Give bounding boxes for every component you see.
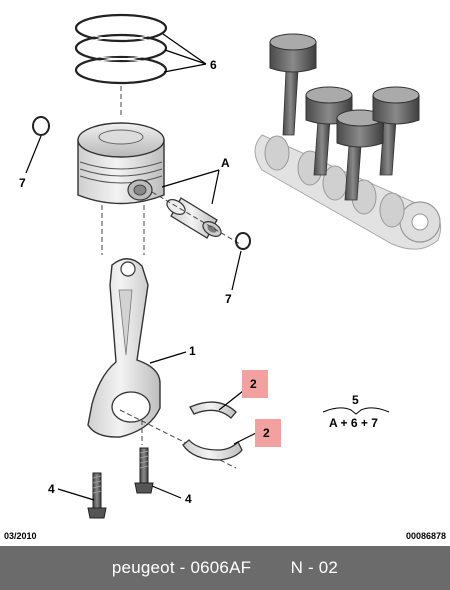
kit-number: 5 [352,393,359,407]
bolt-icon [57,447,182,519]
connecting-rod-icon [87,258,187,438]
footer-spacer [251,558,290,578]
callout-bearing-lower: 2 [263,426,270,440]
exploded-parts-diagram: 6 7 A 7 1 2 2 4 4 5 A + 6 + 7 [19,13,442,519]
callout-piston-rings: 6 [210,58,217,72]
diagram-code: 00086878 [405,531,446,541]
kit-formula: A + 6 + 7 [329,416,378,430]
piston-rings-icon [74,13,168,85]
engine-assembly-icon [254,33,442,250]
highlight-box-bearing-lower [255,419,281,447]
callout-circlip-right: 7 [225,292,232,306]
bearing-shell-icon [182,386,259,461]
callout-bearing-upper: 2 [250,377,257,391]
page-number: N - 02 [290,558,339,577]
kit-legend: 5 A + 6 + 7 [322,393,390,430]
leader-lines-A [161,169,220,205]
diagram-date: 03/2010 [4,531,37,541]
callout-connecting-rod: 1 [189,344,196,358]
callout-pin-group: A [221,156,230,170]
piston-icon [77,122,165,205]
circlip-icon [25,116,50,174]
brand-part-number: peugeot - 0606AF [111,558,252,577]
callout-bolt-right: 4 [185,492,192,506]
footer-bar: peugeot - 0606AF N - 02 [0,546,450,590]
piston-pin-icon [166,197,222,239]
leader-lines-6 [162,33,207,73]
highlight-box-bearing-upper [242,370,268,398]
callout-circlip-left: 7 [19,176,26,190]
callout-bolt-left: 4 [48,482,55,496]
circlip-right-icon [231,232,251,291]
